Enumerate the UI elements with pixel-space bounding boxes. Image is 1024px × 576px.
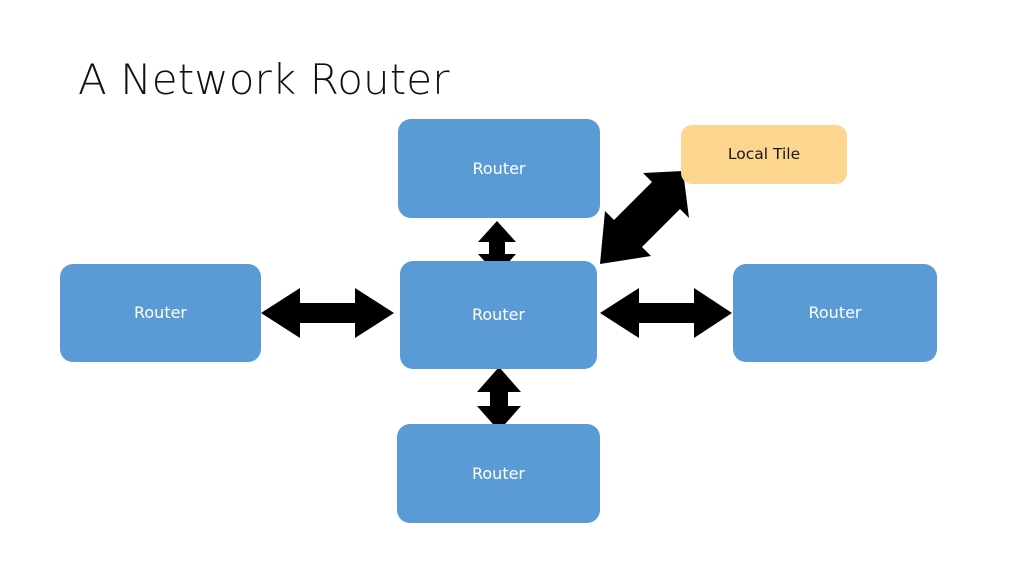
node-label-router-left: Router — [133, 303, 188, 322]
node-label-local-tile: Local Tile — [727, 144, 801, 163]
node-label-router-bottom: Router — [471, 463, 526, 483]
page-title: A Network Router — [78, 55, 450, 104]
node-router-center[interactable]: Router — [400, 261, 597, 369]
node-label-router-right: Router — [808, 303, 862, 322]
node-label-router-center: Router — [471, 305, 526, 324]
arrow-left-center — [261, 288, 394, 338]
arrow-center-localtile — [600, 171, 689, 264]
node-router-left[interactable]: Router — [60, 264, 261, 362]
arrow-center-bottom — [477, 367, 521, 431]
node-router-right[interactable]: Router — [733, 264, 937, 362]
arrow-center-right — [600, 288, 732, 338]
node-router-top[interactable]: Router — [398, 119, 600, 218]
node-label-router-top: Router — [472, 158, 526, 178]
node-local-tile[interactable]: Local Tile — [681, 125, 847, 184]
node-router-bottom[interactable]: Router — [397, 424, 600, 523]
